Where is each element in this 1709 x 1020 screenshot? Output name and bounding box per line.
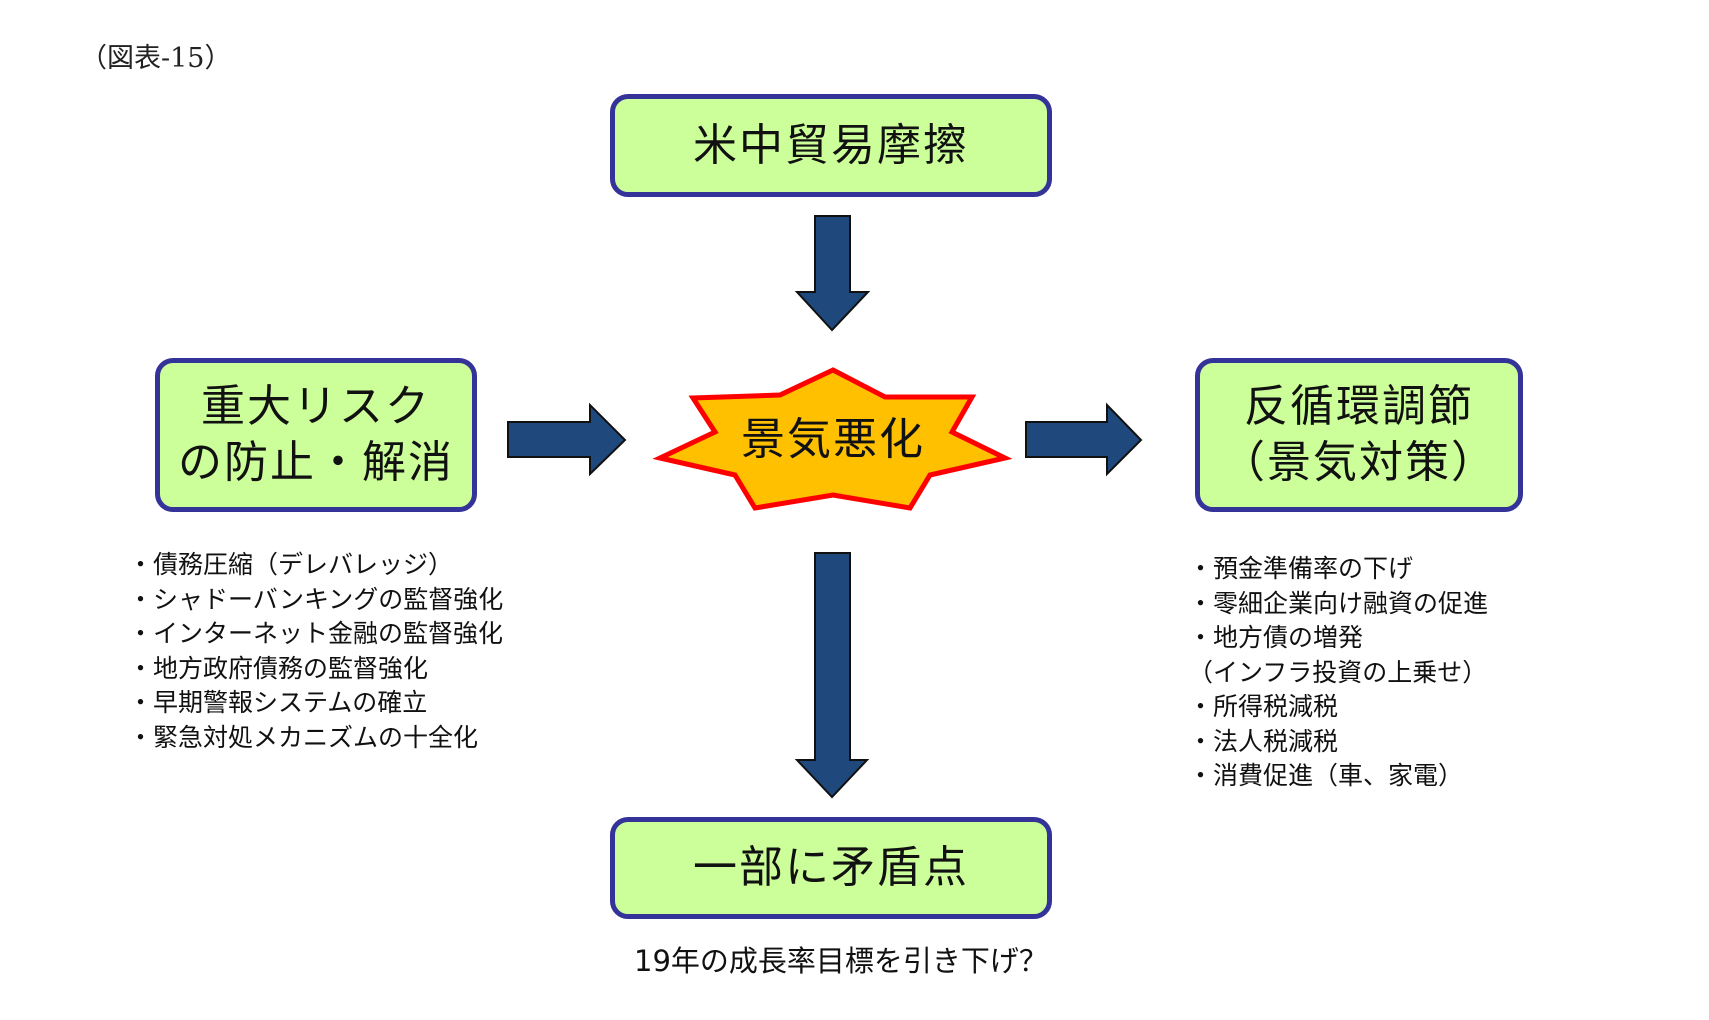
node-countercyclical-adjustment: 反循環調節 （景気対策） xyxy=(1195,358,1523,512)
risk-measures-list: ・債務圧縮（デレバレッジ） ・シャドーバンキングの監督強化 ・インターネット金融… xyxy=(128,548,503,755)
arrow-right-icon xyxy=(1025,402,1143,477)
figure-label: （図表-15） xyxy=(80,43,232,74)
list-item: ・所得税減税 xyxy=(1188,692,1339,721)
node-line: 一部に矛盾点 xyxy=(693,842,969,893)
node-line: 米中貿易摩擦 xyxy=(693,119,969,171)
list-item: ・シャドーバンキングの監督強化 xyxy=(128,584,504,614)
list-item: ・インターネット金融の監督強化 xyxy=(128,619,504,648)
growth-target-note: 19年の成長率目標を引き下げ？ xyxy=(634,944,1048,978)
node-center-label: 景気悪化 xyxy=(741,414,925,465)
list-item: ・地方政府債務の監督強化 xyxy=(128,653,429,683)
node-line: 反循環調節 xyxy=(1244,381,1474,432)
node-line: 重大リスク xyxy=(201,381,431,432)
node-line: の防止・解消 xyxy=(178,437,454,488)
node-line: （景気対策） xyxy=(1221,437,1497,488)
list-item: ・地方債の増発 xyxy=(1188,623,1364,652)
list-item: ・債務圧縮（デレバレッジ） xyxy=(128,550,454,579)
arrow-right-icon xyxy=(507,402,627,477)
list-item: （インフラ投資の上乗せ） xyxy=(1188,657,1488,687)
arrow-down-icon xyxy=(794,552,870,799)
node-partial-contradiction: 一部に矛盾点 xyxy=(610,817,1052,919)
starburst-icon xyxy=(652,367,1013,511)
list-item: ・早期警報システムの確立 xyxy=(128,688,428,717)
stimulus-measures-list: ・預金準備率の下げ ・零細企業向け融資の促進 ・地方債の増発 （インフラ投資の上… xyxy=(1188,552,1488,794)
list-item: ・緊急対処メカニズムの十全化 xyxy=(128,722,479,752)
node-us-china-trade-friction: 米中貿易摩擦 xyxy=(610,94,1052,197)
list-item: ・零細企業向け融資の促進 xyxy=(1188,588,1489,618)
arrow-down-icon xyxy=(794,215,871,332)
node-major-risk-prevention: 重大リスク の防止・解消 xyxy=(155,358,477,512)
list-item: ・預金準備率の下げ xyxy=(1188,554,1414,583)
list-item: ・法人税減税 xyxy=(1188,726,1339,756)
list-item: ・消費促進（車、家電） xyxy=(1188,761,1464,790)
